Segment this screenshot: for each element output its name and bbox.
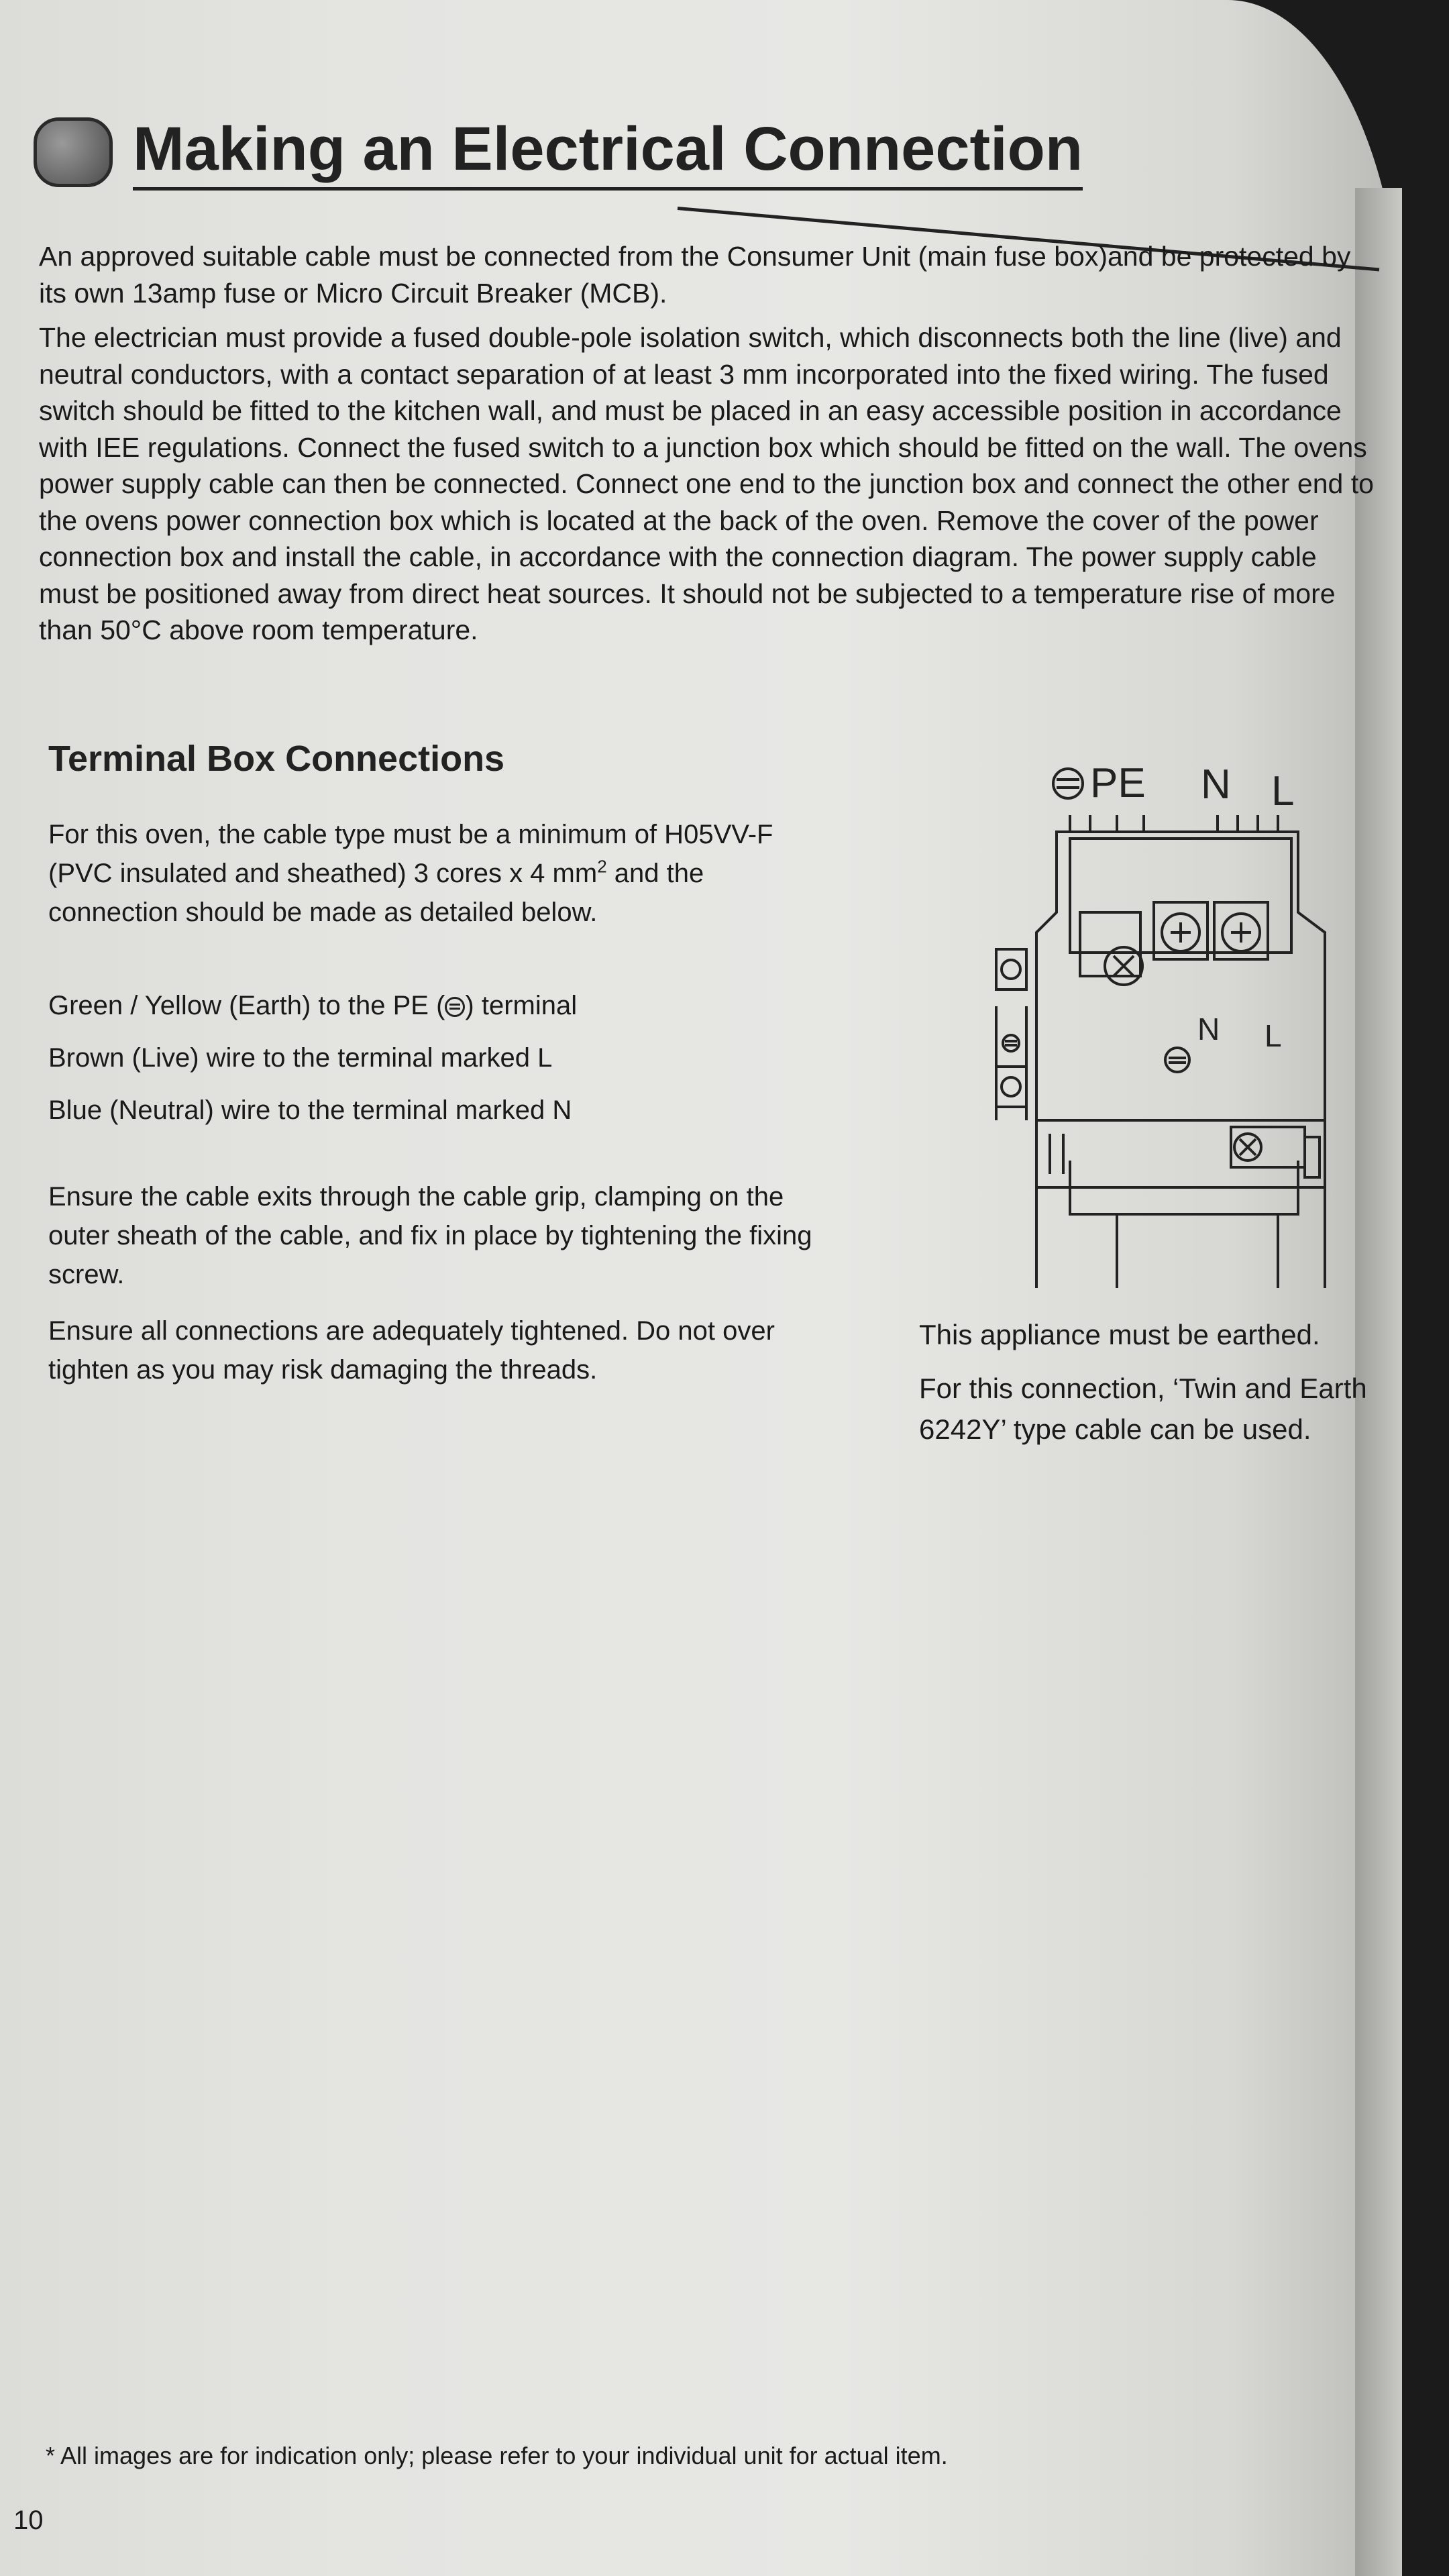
twin-earth-paragraph: For this connection, ‘Twin and Earth 624… [919,1373,1367,1445]
cable-spec-line-2a: (PVC insulated and sheathed) 3 cores x 4… [48,859,598,888]
footnote: * All images are for indication only; pl… [46,2442,948,2469]
cable-spec: For this oven, the cable type must be a … [48,815,887,932]
cable-spec-sup: 2 [597,856,607,877]
grip-paragraph: Ensure the cable exits through the cable… [48,1182,812,1289]
inner-l-label: L [1265,1018,1282,1053]
section-bullet-icon [34,117,113,187]
wiring-earth: Green / Yellow (Earth) to the PE ( ) term… [48,979,887,1032]
intro-paragraph-1: An approved suitable cable must be conne… [39,241,1351,309]
manual-page: Making an Electrical Connection An appro… [0,0,1402,2576]
page-title: Making an Electrical Connection [133,114,1083,191]
tighten-text: Ensure all connections are adequately ti… [48,1311,853,1389]
terminal-box-diagram: PE N L N L [995,760,1326,1288]
cable-spec-line-2b: and the [606,859,704,888]
page-edge [1355,188,1402,2576]
wiring-instructions: Green / Yellow (Earth) to the PE ( ) term… [48,979,887,1136]
header-pe-label: PE [1090,760,1146,806]
cable-spec-line-1: For this oven, the cable type must be a … [48,820,773,849]
wiring-neutral: Blue (Neutral) wire to the terminal mark… [48,1095,572,1125]
cable-grip-text: Ensure the cable exits through the cable… [48,1177,840,1294]
wiring-earth-a: Green / Yellow (Earth) to the PE ( [48,991,445,1020]
tighten-paragraph: Ensure all connections are adequately ti… [48,1316,775,1385]
intro-paragraph-2: The electrician must provide a fused dou… [39,322,1374,646]
earthed-note: This appliance must be earthed. [919,1315,1442,1356]
twin-earth-note: For this connection, ‘Twin and Earth 624… [919,1368,1409,1450]
header-l-label: L [1271,768,1294,814]
section-heading: Terminal Box Connections [48,739,505,779]
earth-header-icon [1052,767,1084,800]
earthed-paragraph: This appliance must be earthed. [919,1319,1320,1350]
wiring-earth-b: ) terminal [465,991,578,1020]
wiring-live: Brown (Live) wire to the terminal marked… [48,1043,553,1073]
intro-text: An approved suitable cable must be conne… [39,238,1374,657]
cable-spec-line-3: connection should be made as detailed be… [48,898,598,927]
header-n-label: N [1201,761,1231,808]
box-outline [1035,830,1326,1288]
title-row: Making an Electrical Connection [34,114,1083,191]
inner-n-label: N [1197,1012,1220,1046]
earth-symbol-icon [445,997,466,1017]
cable-spec-line-2: (PVC insulated and sheathed) 3 cores x 4… [48,854,887,893]
page-number: 10 [13,2506,44,2535]
